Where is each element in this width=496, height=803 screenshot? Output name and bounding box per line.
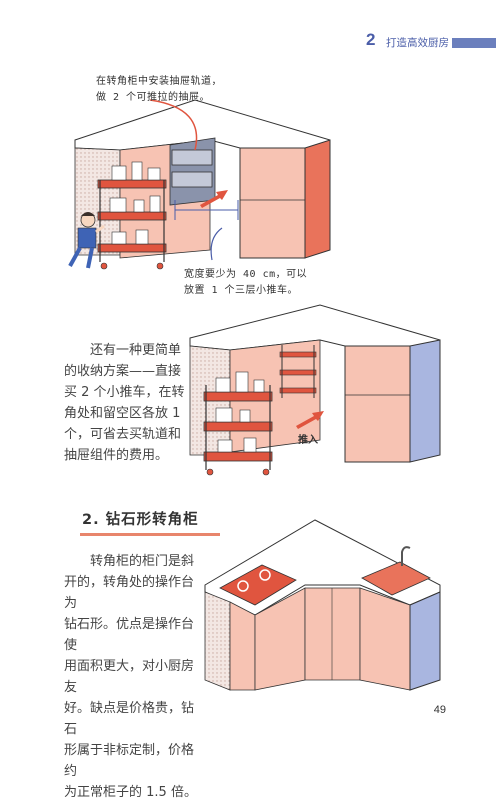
two-carts-illustration xyxy=(189,304,441,476)
text-line: 还有一种更简单 xyxy=(90,343,182,358)
text-line: 用面积更大，对小厨房友 xyxy=(64,659,195,695)
push-in-label: 推入 xyxy=(298,435,318,446)
chapter-title: 打造高效厨房 xyxy=(386,37,449,49)
text-line: 抽屉组件的费用。 xyxy=(64,448,169,463)
callout-line: 在转角柜中安装抽屉轨道， xyxy=(96,76,222,87)
callout-line: 放置 1 个三层小推车。 xyxy=(184,285,299,296)
callout-line: 做 2 个可推拉的抽屉。 xyxy=(96,92,211,103)
chapter-number: 2 xyxy=(366,30,376,49)
corner-cabinet-drawers-illustration xyxy=(68,99,331,270)
text-line: 好。缺点是价格贵，钻石 xyxy=(64,701,195,737)
text-line: 形属于非标定制，价格约 xyxy=(64,743,195,779)
callout-width-note: 宽度要少为 40 cm，可以 放置 1 个三层小推车。 xyxy=(184,267,307,299)
text-line: 的收纳方案——直接 xyxy=(64,364,182,379)
chapter-accent-bar xyxy=(452,38,496,48)
text-line: 为正常柜子的 1.5 倍。 xyxy=(64,785,197,800)
section-title-underline xyxy=(80,533,220,536)
diamond-corner-cabinet-illustration xyxy=(204,519,441,691)
illustrations xyxy=(68,99,441,691)
page-number: 49 xyxy=(433,704,446,716)
diamond-cabinet-description: 转角柜的柜门是斜 开的，转角处的操作台为 钻石形。优点是操作台使 用面积更大，对… xyxy=(64,551,204,803)
text-line: 开的，转角处的操作台为 xyxy=(64,575,195,611)
text-line: 钻石形。优点是操作台使 xyxy=(64,617,195,653)
text-line: 角处和留空区各放 1 xyxy=(64,406,181,421)
two-carts-description: 还有一种更简单 的收纳方案——直接 买 2 个小推车，在转 角处和留空区各放 1… xyxy=(64,340,194,466)
text-line: 个，可省去买轨道和 xyxy=(64,427,182,442)
text-line: 买 2 个小推车，在转 xyxy=(64,385,185,400)
text-line: 转角柜的柜门是斜 xyxy=(90,554,195,569)
section-title: 2. 钻石形转角柜 xyxy=(82,512,199,528)
callout-drawer-rails: 在转角柜中安装抽屉轨道， 做 2 个可推拉的抽屉。 xyxy=(96,74,222,106)
callout-line: 宽度要少为 40 cm，可以 xyxy=(184,269,308,280)
